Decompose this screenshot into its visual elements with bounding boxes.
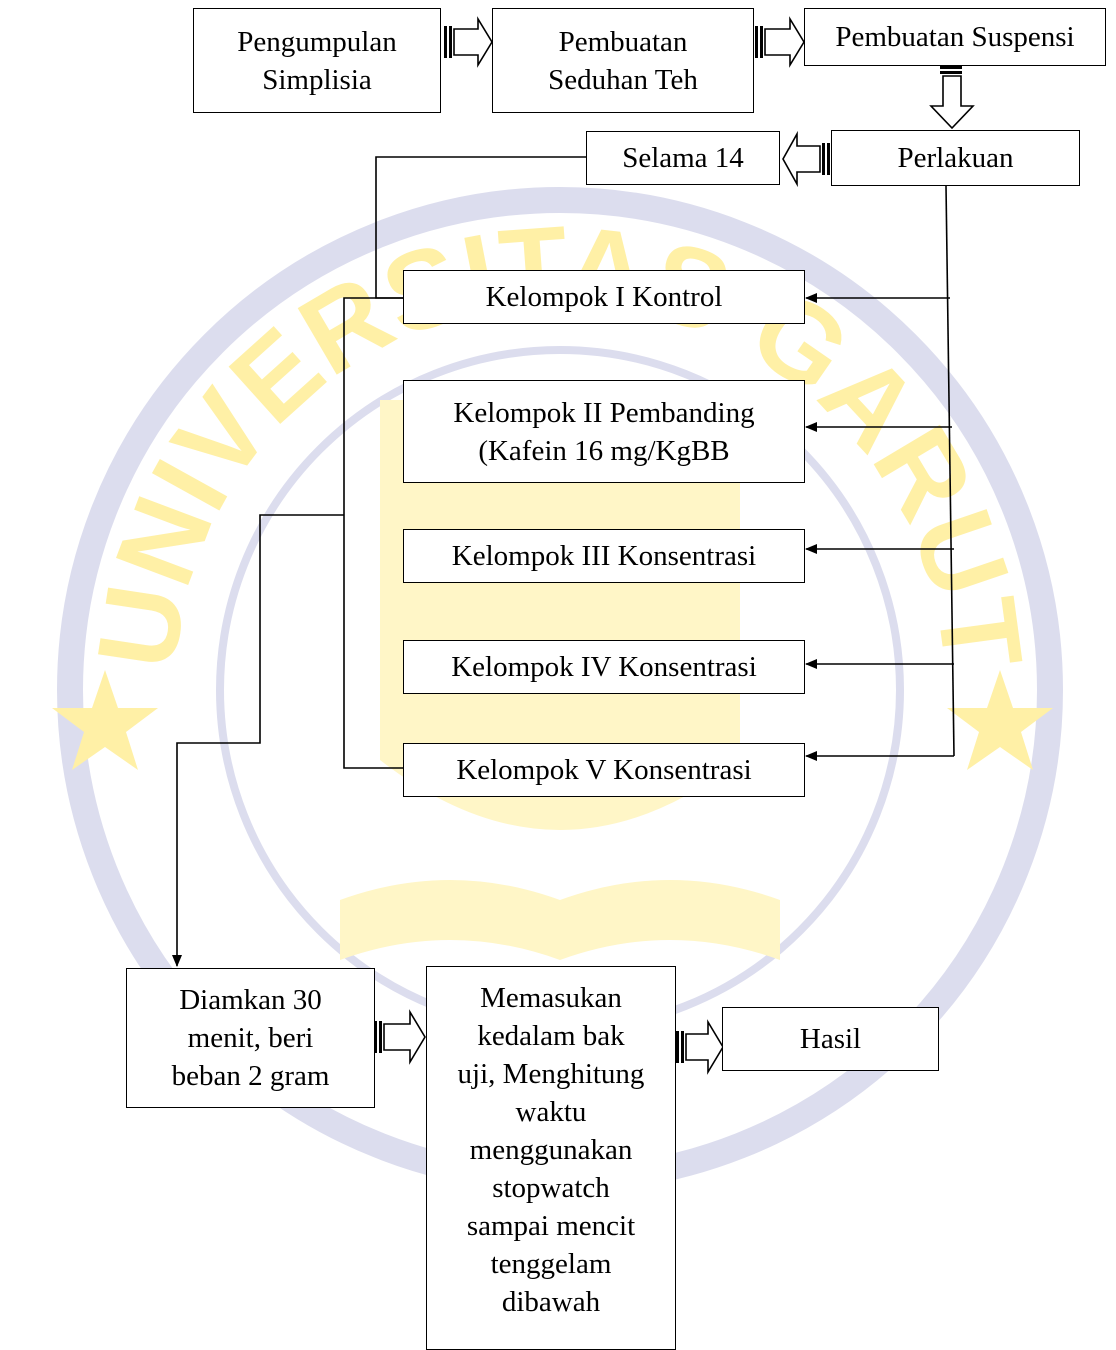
node-memasukan-line: kedalam bak xyxy=(477,1020,625,1052)
node-diamkan-line: beban 2 gram xyxy=(171,1060,330,1092)
node-kelompok-1-label: Kelompok I Kontrol xyxy=(485,281,723,313)
node-pembuatan-suspensi-label: Pembuatan Suspensi xyxy=(835,21,1075,53)
node-kelompok-4: Kelompok IV Konsentrasi xyxy=(403,640,805,694)
node-pembuatan-seduhan-teh: Pembuatan Seduhan Teh xyxy=(492,8,754,113)
node-perlakuan-label: Perlakuan xyxy=(897,142,1014,174)
node-pengumpulan-line2: Simplisia xyxy=(262,63,372,96)
node-pembuatan-suspensi: Pembuatan Suspensi xyxy=(804,8,1106,66)
node-kelompok-5: Kelompok V Konsentrasi xyxy=(403,743,805,797)
node-pembuatan-teh-line2: Seduhan Teh xyxy=(548,63,698,96)
node-kelompok-3: Kelompok III Konsentrasi xyxy=(403,529,805,583)
node-memasukan-line: tenggelam xyxy=(490,1248,612,1280)
node-memasukan-line: stopwatch xyxy=(492,1172,610,1204)
node-diamkan-line: menit, beri xyxy=(187,1022,314,1054)
watermark-right-star-icon xyxy=(947,670,1053,770)
node-kelompok-3-label: Kelompok III Konsentrasi xyxy=(451,540,757,572)
node-diamkan: Diamkan 30 menit, beri beban 2 gram xyxy=(126,968,375,1108)
watermark-shield xyxy=(380,400,740,830)
node-memasukan-line: waktu xyxy=(515,1096,587,1128)
node-perlakuan: Perlakuan xyxy=(831,130,1080,186)
node-memasukan-line: dibawah xyxy=(501,1286,601,1318)
node-hasil: Hasil xyxy=(722,1007,939,1071)
node-memasukan-line: sampai mencit xyxy=(466,1210,636,1242)
node-memasukan: Memasukan kedalam bak uji, Menghitung wa… xyxy=(426,966,676,1350)
node-kelompok-2-line1: Kelompok II Pembanding xyxy=(453,396,755,429)
node-pengumpulan-line1: Pengumpulan xyxy=(237,25,397,58)
node-kelompok-2: Kelompok II Pembanding (Kafein 16 mg/KgB… xyxy=(403,380,805,483)
node-pengumpulan-simplisia: Pengumpulan Simplisia xyxy=(193,8,441,113)
node-kelompok-5-label: Kelompok V Konsentrasi xyxy=(456,754,752,786)
node-selama-14: Selama 14 xyxy=(586,131,780,185)
node-memasukan-line: Memasukan xyxy=(480,982,622,1014)
node-selama-label: Selama 14 xyxy=(622,142,744,174)
watermark-book-icon xyxy=(340,880,780,960)
node-diamkan-line: Diamkan 30 xyxy=(179,984,322,1016)
node-hasil-label: Hasil xyxy=(799,1023,862,1055)
node-memasukan-line: menggunakan xyxy=(469,1134,633,1166)
watermark-left-star-icon xyxy=(52,670,158,770)
node-memasukan-line: uji, Menghitung xyxy=(457,1058,645,1090)
node-pembuatan-teh-line1: Pembuatan xyxy=(558,25,688,58)
node-kelompok-1: Kelompok I Kontrol xyxy=(403,270,805,324)
node-kelompok-2-line2: (Kafein 16 mg/KgBB xyxy=(478,434,730,467)
node-kelompok-4-label: Kelompok IV Konsentrasi xyxy=(451,651,757,683)
